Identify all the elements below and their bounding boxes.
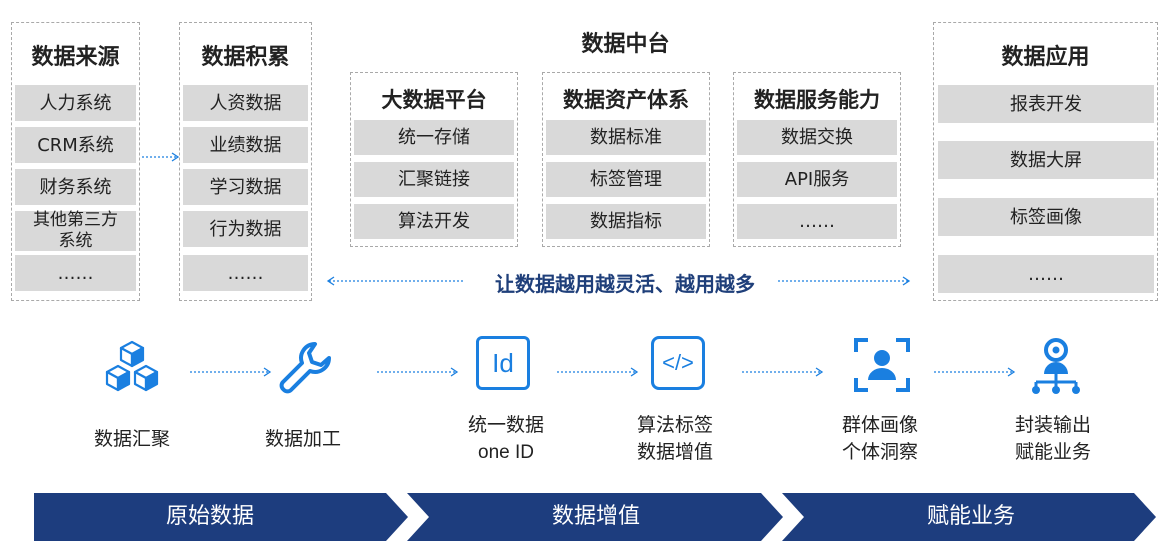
- flow-arrow: [934, 367, 1016, 377]
- service-item: API服务: [737, 162, 897, 197]
- asset-system-item: 数据指标: [546, 204, 706, 239]
- accumulation-item: 人资数据: [183, 85, 308, 121]
- source-item: 人力系统: [15, 85, 136, 121]
- flow-arrow: [142, 152, 180, 162]
- code-icon: </>: [651, 336, 705, 390]
- step-label: 统一数据 one ID: [431, 412, 581, 466]
- asset-system-title: 数据资产体系: [563, 88, 689, 112]
- step-label-line1: 封装输出: [1014, 414, 1091, 436]
- slogan-text: 让数据越用越灵活、越用越多: [495, 272, 755, 296]
- big-data-platform-title: 大数据平台: [381, 88, 487, 112]
- accumulation-item: 学习数据: [183, 169, 308, 205]
- code-glyph: </>: [662, 350, 694, 375]
- slogan-right-arrow: [778, 276, 911, 286]
- big-data-item: 算法开发: [354, 204, 514, 239]
- step-label-line1: 数据汇聚: [93, 428, 170, 450]
- asset-system-item: 标签管理: [546, 162, 706, 197]
- service-capability-panel: 数据服务能力 数据交换 API服务 ……: [733, 72, 901, 247]
- source-item: ……: [15, 255, 136, 291]
- asset-system-item: 数据标准: [546, 120, 706, 155]
- stage-band-2: [407, 493, 783, 541]
- step-label-line1: 群体画像: [841, 414, 918, 436]
- id-glyph: Id: [492, 347, 514, 378]
- service-item: ……: [737, 204, 897, 239]
- step-label-line2: one ID: [478, 442, 534, 463]
- big-data-item: 汇聚链接: [354, 162, 514, 197]
- step-label-line1: 数据加工: [264, 428, 341, 450]
- data-accumulation-title: 数据积累: [201, 45, 290, 70]
- flow-arrow: [557, 367, 639, 377]
- step-label: 数据汇聚: [57, 426, 207, 453]
- stage-band-1: [34, 493, 408, 541]
- flow-arrow: [190, 367, 272, 377]
- data-application-title: 数据应用: [1001, 45, 1090, 70]
- step-label-line2: 数据增值: [636, 441, 713, 463]
- user-scan-icon: [854, 338, 910, 392]
- wrench-icon: [279, 342, 331, 394]
- id-icon: Id: [476, 336, 530, 390]
- data-sources-panel: 数据来源 人力系统 CRM系统 财务系统 其他第三方 系统 ……: [11, 22, 140, 301]
- network-person-icon: [1032, 338, 1080, 394]
- middle-platform-title: 数据中台: [581, 32, 670, 57]
- application-item: ……: [938, 255, 1154, 293]
- slogan-left-arrow: [326, 276, 463, 286]
- step-label: 算法标签 数据增值: [600, 412, 750, 466]
- stage-label: 原始数据: [165, 504, 254, 529]
- source-item: CRM系统: [15, 127, 136, 163]
- step-label: 数据加工: [228, 426, 378, 453]
- big-data-item: 统一存储: [354, 120, 514, 155]
- flow-arrow: [742, 367, 824, 377]
- step-label: 群体画像 个体洞察: [805, 412, 955, 466]
- accumulation-item: 业绩数据: [183, 127, 308, 163]
- step-label-line2: 个体洞察: [841, 441, 918, 463]
- stage-band-3: [782, 493, 1156, 541]
- accumulation-item: ……: [183, 255, 308, 291]
- source-item: 其他第三方 系统: [15, 210, 136, 251]
- application-item: 数据大屏: [938, 141, 1154, 179]
- application-item: 标签画像: [938, 198, 1154, 236]
- stage-label: 数据增值: [551, 504, 640, 529]
- application-item: 报表开发: [938, 85, 1154, 123]
- asset-system-panel: 数据资产体系 数据标准 标签管理 数据指标: [542, 72, 710, 247]
- service-item: 数据交换: [737, 120, 897, 155]
- data-application-panel: 数据应用 报表开发 数据大屏 标签画像 ……: [933, 22, 1158, 301]
- data-accumulation-panel: 数据积累 人资数据 业绩数据 学习数据 行为数据 ……: [179, 22, 312, 301]
- step-label-line2: 赋能业务: [1014, 441, 1091, 463]
- step-label-line1: 统一数据: [467, 414, 544, 436]
- flow-arrow: [377, 367, 459, 377]
- data-sources-title: 数据来源: [31, 45, 120, 70]
- stage-label: 赋能业务: [926, 504, 1015, 529]
- accumulation-item: 行为数据: [183, 211, 308, 247]
- source-item: 财务系统: [15, 169, 136, 205]
- big-data-platform-panel: 大数据平台 统一存储 汇聚链接 算法开发: [350, 72, 518, 247]
- step-label-line1: 算法标签: [636, 414, 713, 436]
- step-label: 封装输出 赋能业务: [978, 412, 1128, 466]
- service-capability-title: 数据服务能力: [754, 88, 880, 112]
- cubes-icon: [105, 340, 159, 392]
